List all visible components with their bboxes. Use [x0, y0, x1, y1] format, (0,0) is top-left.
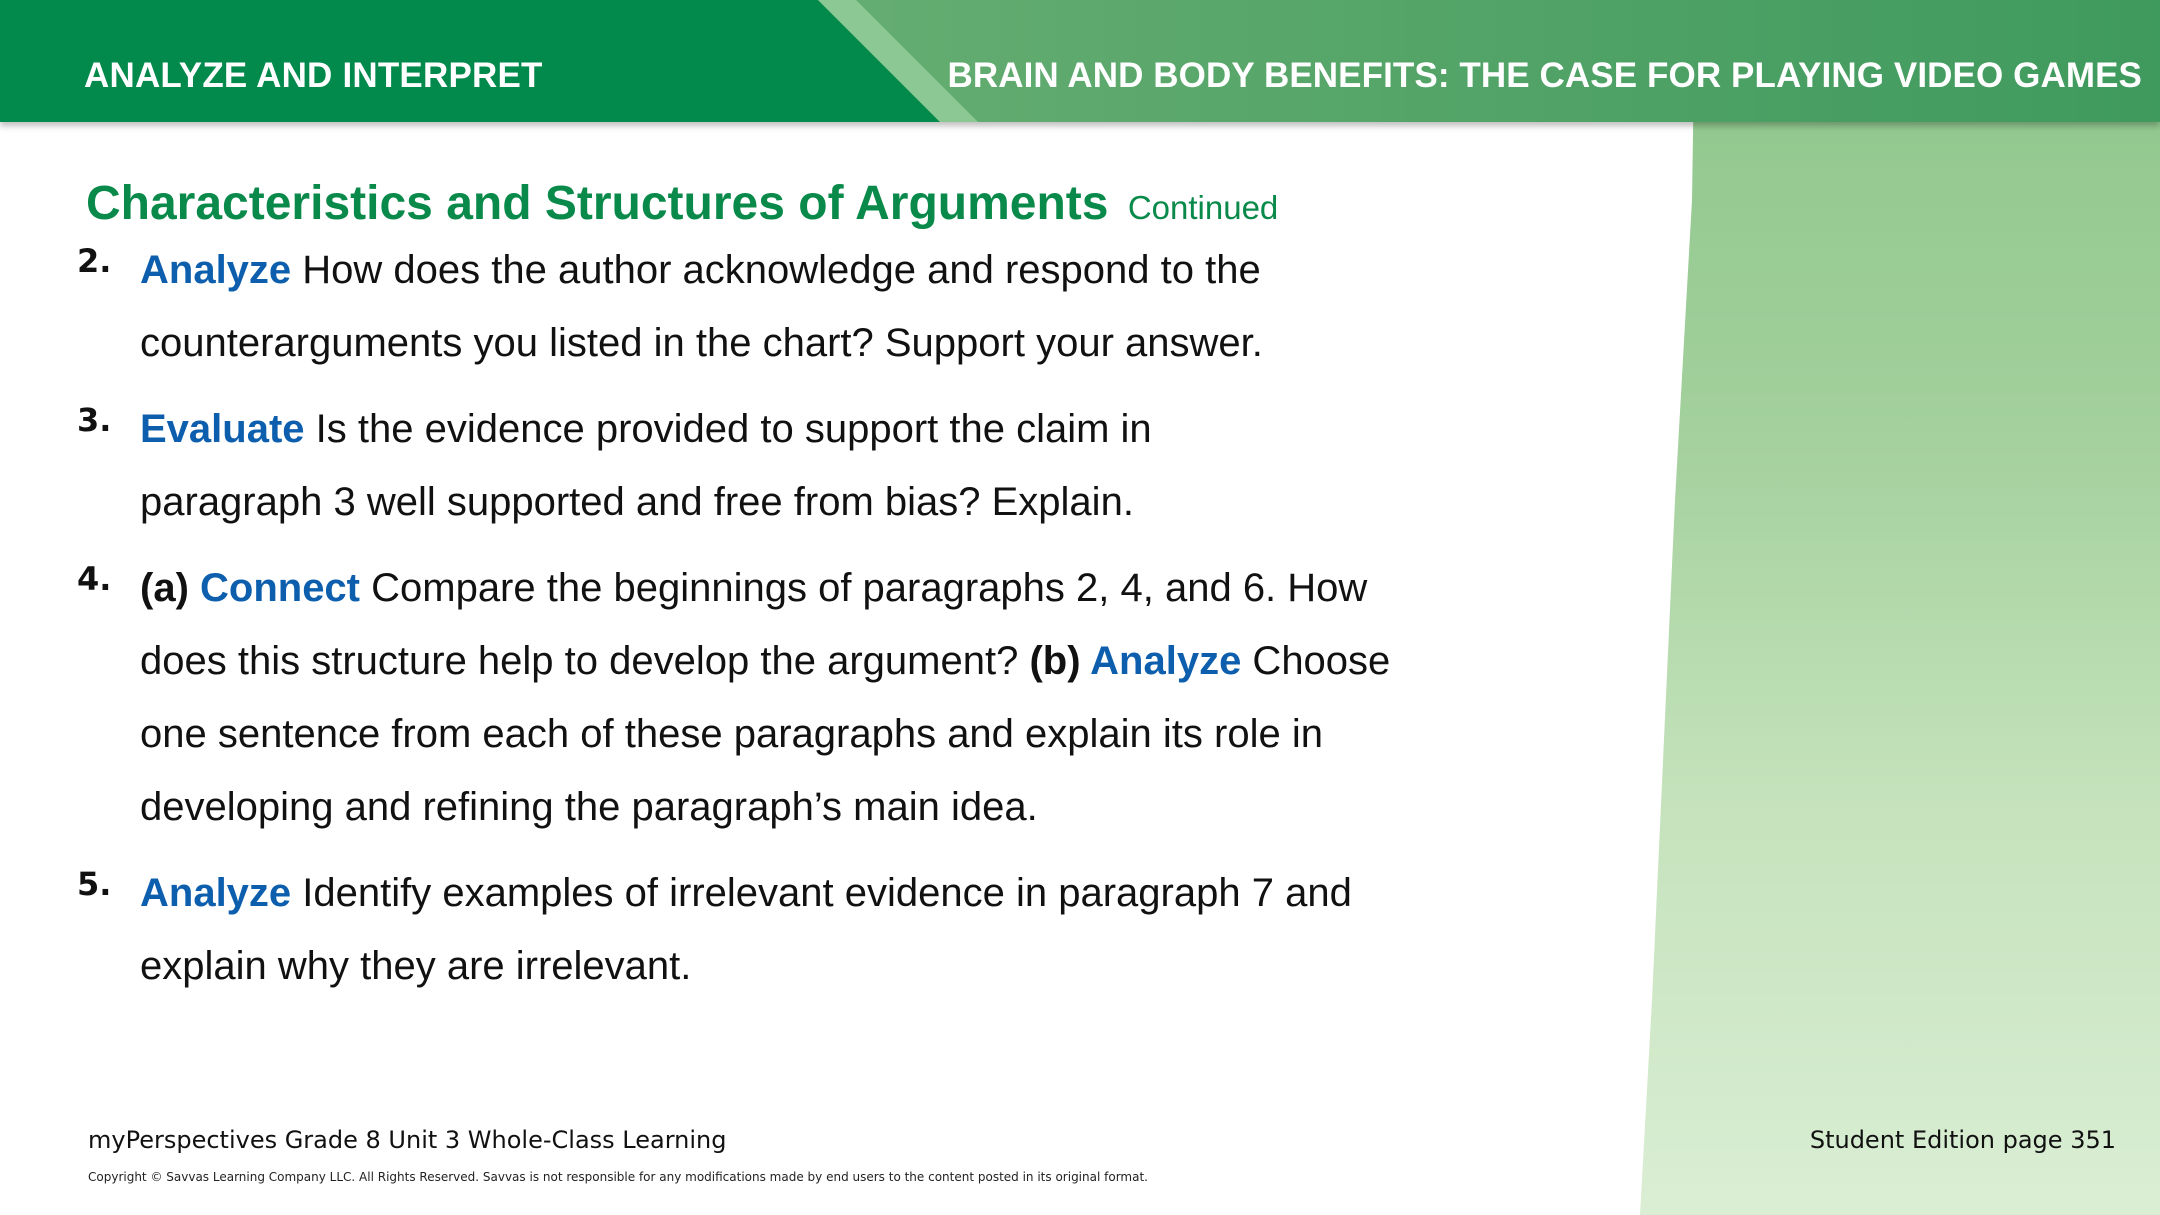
question-body: Evaluate Is the evidence provided to sup…	[140, 393, 1200, 539]
section-title: Characteristics and Structures of Argume…	[86, 176, 1278, 231]
question-number: 2.	[77, 242, 112, 280]
question-body: (a) Connect Compare the beginnings of pa…	[140, 552, 1400, 844]
header-section-label: ANALYZE AND INTERPRET	[84, 56, 543, 95]
header-left-block	[0, 0, 940, 122]
question-body: Analyze Identify examples of irrelevant …	[140, 857, 1380, 1003]
header-bar: ANALYZE AND INTERPRET BRAIN AND BODY BEN…	[0, 0, 2160, 122]
question-keyword-a: Connect	[200, 566, 360, 610]
question-keyword-b: Analyze	[1090, 639, 1242, 683]
section-title-text: Characteristics and Structures of Argume…	[86, 177, 1109, 230]
question-body: Analyze How does the author acknowledge …	[140, 234, 1440, 380]
copyright-notice: Copyright © Savvas Learning Company LLC.…	[88, 1170, 1148, 1184]
header-lesson-title: BRAIN AND BODY BENEFITS: THE CASE FOR PL…	[947, 56, 2142, 95]
question-text: Identify examples of irrelevant evidence…	[140, 871, 1352, 988]
question-text: How does the author acknowledge and resp…	[140, 248, 1263, 365]
question-keyword: Analyze	[140, 248, 292, 292]
question-number: 4.	[77, 560, 112, 598]
decorative-green-panel	[1640, 0, 2160, 1215]
question-text: Is the evidence provided to support the …	[140, 407, 1152, 524]
question-keyword: Analyze	[140, 871, 292, 915]
section-continued-label: Continued	[1127, 189, 1279, 226]
question-part-a-label: (a)	[140, 566, 200, 610]
question-number: 3.	[77, 401, 112, 439]
question-keyword: Evaluate	[140, 407, 305, 451]
question-number: 5.	[77, 865, 112, 903]
question-part-b-label: (b)	[1029, 639, 1091, 683]
footer-page-reference: Student Edition page 351	[1809, 1126, 2116, 1154]
question-text-a: Compare the beginnings of paragraphs 2, …	[140, 566, 1368, 683]
footer-course-label: myPerspectives Grade 8 Unit 3 Whole-Clas…	[88, 1126, 727, 1154]
slide-content: Characteristics and Structures of Argume…	[77, 176, 1440, 1003]
question-text-b: Choose one sentence from each of these p…	[140, 639, 1391, 829]
